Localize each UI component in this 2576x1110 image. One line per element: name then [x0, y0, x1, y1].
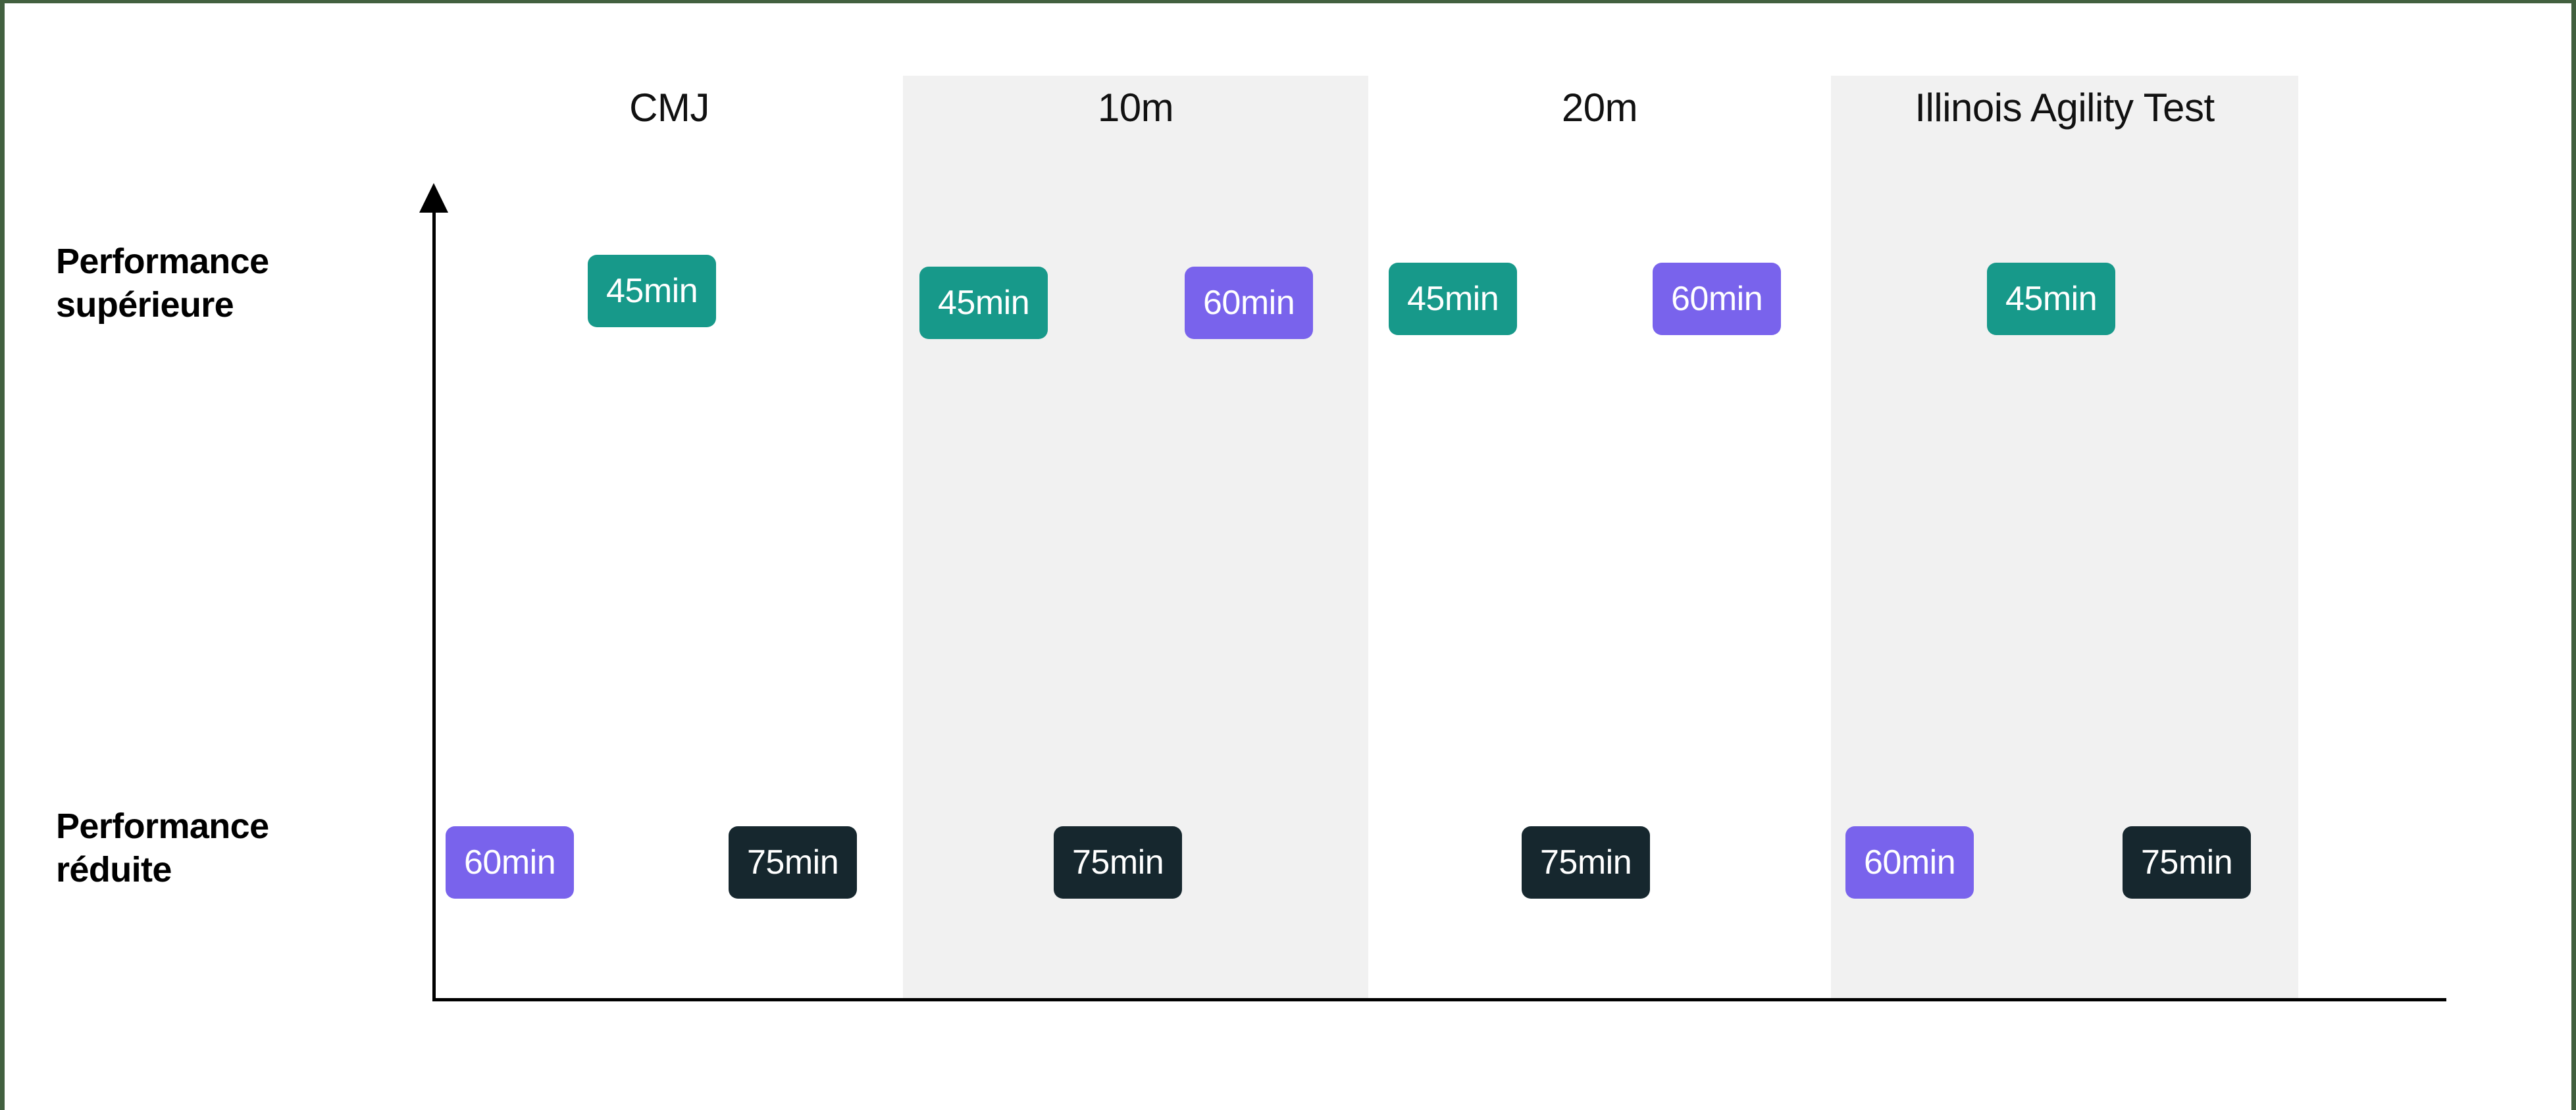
badge-10m-45min[interactable]: 45min	[919, 267, 1048, 339]
badge-cmj-60min[interactable]: 60min	[446, 826, 575, 899]
row-label-reduced-line1: Performance	[56, 806, 269, 846]
row-label-superior-line1: Performance	[56, 242, 269, 281]
badge-cmj-75min[interactable]: 75min	[729, 826, 858, 899]
badge-illinois-60min[interactable]: 60min	[1845, 826, 1974, 899]
row-label-reduced-line2: réduite	[56, 849, 172, 889]
row-label-superior-performance: Performance supérieure	[56, 240, 398, 327]
badge-cmj-45min[interactable]: 45min	[588, 255, 717, 327]
column-header-cmj: CMJ	[629, 86, 709, 130]
column-header-20m: 20m	[1561, 86, 1638, 130]
badge-illinois-45min[interactable]: 45min	[1987, 263, 2116, 335]
row-label-reduced-performance: Performance réduite	[56, 805, 398, 892]
badge-20m-45min[interactable]: 45min	[1389, 263, 1518, 335]
badge-10m-75min[interactable]: 75min	[1054, 826, 1183, 899]
badge-10m-60min[interactable]: 60min	[1185, 267, 1314, 339]
column-header-10m: 10m	[1097, 86, 1174, 130]
badge-illinois-75min[interactable]: 75min	[2123, 826, 2252, 899]
column-header-illinois: Illinois Agility Test	[1915, 86, 2215, 130]
badge-20m-75min[interactable]: 75min	[1522, 826, 1651, 899]
row-label-superior-line2: supérieure	[56, 284, 234, 325]
badge-20m-60min[interactable]: 60min	[1653, 263, 1782, 335]
y-axis-line	[432, 190, 436, 1001]
x-axis-line	[432, 998, 2446, 1001]
